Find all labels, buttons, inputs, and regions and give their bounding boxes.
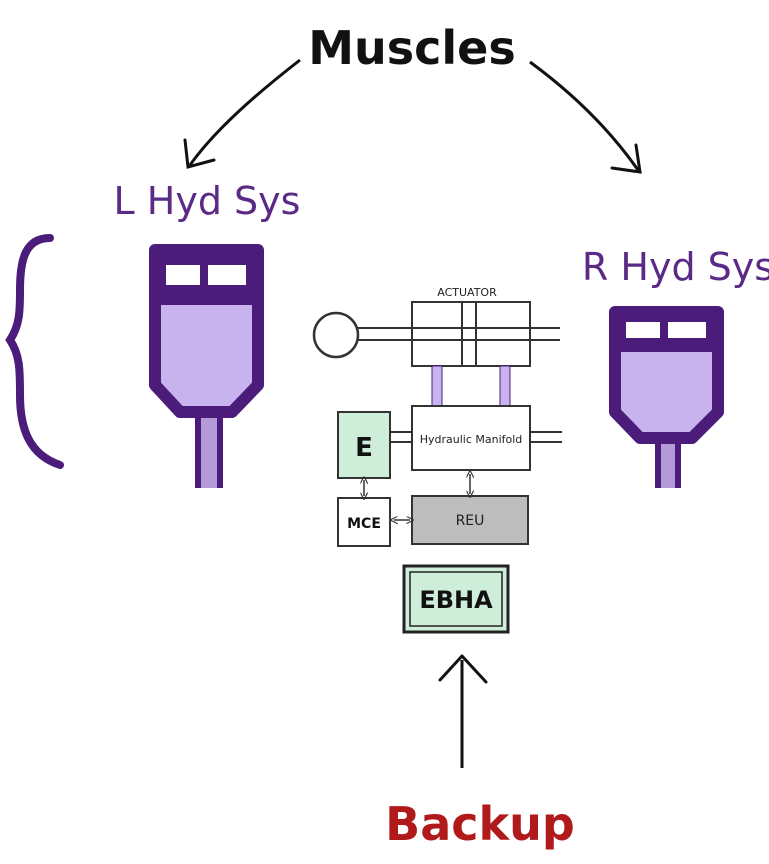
right-reservoir-window-1 bbox=[626, 322, 660, 338]
actuator-line-right bbox=[499, 365, 511, 407]
reu-unit: REU bbox=[411, 495, 529, 545]
arrow-to-right-system bbox=[529, 60, 640, 171]
e-unit: E bbox=[337, 411, 391, 479]
right-reservoir-window-2 bbox=[668, 322, 706, 338]
left-hydraulic-reservoir bbox=[149, 244, 264, 488]
manifold-label: Hydraulic Manifold bbox=[420, 433, 523, 446]
hydraulic-manifold: Hydraulic Manifold bbox=[390, 405, 562, 471]
reu-box bbox=[411, 495, 529, 545]
ebha-label: EBHA bbox=[419, 586, 493, 614]
left-reservoir-window-1 bbox=[166, 265, 200, 285]
actuator-label: ACTUATOR bbox=[437, 286, 497, 299]
ebha-box bbox=[402, 564, 510, 634]
right-hydraulic-reservoir bbox=[609, 306, 724, 488]
actuator-assembly: ACTUATOR bbox=[312, 286, 560, 407]
right-system-label: R Hyd Sys bbox=[582, 245, 769, 289]
actuator-piston bbox=[461, 301, 477, 367]
arrow-to-left-system bbox=[188, 58, 301, 166]
reu-label: REU bbox=[456, 513, 485, 529]
mce-unit: MCE bbox=[337, 497, 391, 547]
title-muscles: Muscles bbox=[308, 21, 516, 75]
arrow-to-left-system-head bbox=[183, 138, 216, 169]
backup-label: Backup bbox=[385, 797, 575, 851]
left-brace bbox=[5, 234, 64, 469]
actuator-line-left bbox=[431, 365, 443, 407]
actuator-rod-end bbox=[312, 311, 360, 359]
arrow-to-right-system-head bbox=[610, 143, 642, 174]
backup-arrow-head bbox=[438, 654, 488, 684]
right-pipe bbox=[658, 430, 678, 488]
left-reservoir-window-2 bbox=[208, 265, 246, 285]
left-pipe bbox=[198, 408, 220, 488]
mce-box bbox=[337, 497, 391, 547]
manifold-box bbox=[411, 405, 531, 471]
left-system-label: L Hyd Sys bbox=[114, 179, 301, 223]
ebha-unit: EBHA bbox=[402, 564, 510, 634]
mce-label: MCE bbox=[347, 516, 381, 532]
e-label: E bbox=[355, 433, 373, 463]
